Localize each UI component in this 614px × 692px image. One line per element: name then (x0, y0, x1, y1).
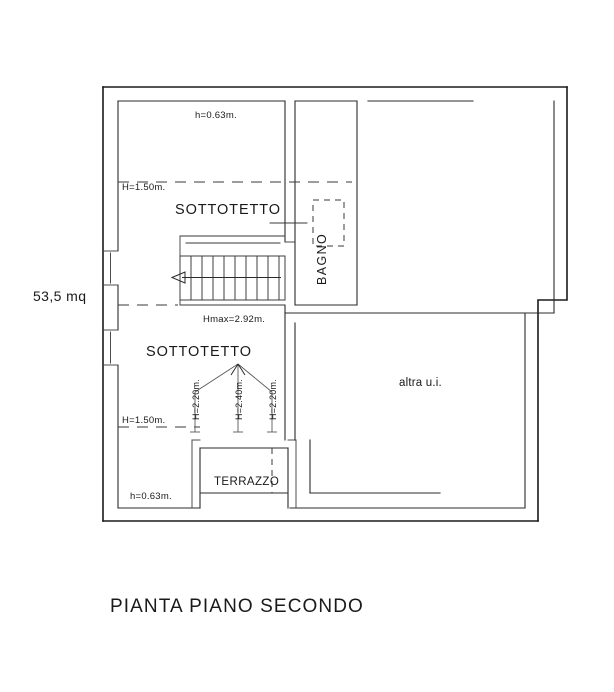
partition-top-room-bagno (284, 100, 296, 243)
room-label-bagno: BAGNO (315, 233, 329, 285)
room-label-altra-ui: altra u.i. (399, 377, 442, 389)
altra-ui-lower-stub (309, 439, 441, 494)
dimension-lower-wall-height: H=1.50m. (122, 415, 165, 426)
ridge-height-leaders (190, 363, 277, 433)
dimension-ridge-right: H=2.20m. (268, 379, 278, 420)
terrazzo-walls (191, 439, 297, 509)
outer-wall-envelope (102, 86, 568, 522)
room-label-sottotetto-lower: SOTTOTETTO (146, 344, 252, 360)
stair-direction-arrow (170, 271, 186, 284)
left-wall-windows (102, 250, 119, 366)
partition-below-bagno (284, 304, 526, 314)
partition-lower-sottotetto (284, 312, 296, 441)
dimension-stair-max-height: Hmax=2.92m. (203, 314, 265, 325)
dimension-upper-wall-height: H=1.50m. (122, 182, 165, 193)
dimension-top-eave: h=0.63m. (195, 110, 237, 121)
dimension-bottom-eave: h=0.63m. (130, 491, 172, 502)
eave-limit-lines (118, 181, 352, 428)
room-label-terrazzo: TERRAZZO (214, 476, 279, 488)
inner-wall-faces (117, 100, 555, 509)
bagno-room-walls (294, 100, 358, 306)
room-label-sottotetto-upper: SOTTOTETTO (175, 202, 281, 218)
bagno-dashed-fixture (312, 199, 345, 247)
drawing-title: PIANTA PIANO SECONDO (110, 596, 364, 617)
area-label: 53,5 mq (33, 288, 86, 304)
dimension-ridge-left: H=2.20m. (191, 379, 201, 420)
dimension-ridge-center: H=2.40m. (234, 379, 244, 420)
staircase (170, 235, 286, 306)
